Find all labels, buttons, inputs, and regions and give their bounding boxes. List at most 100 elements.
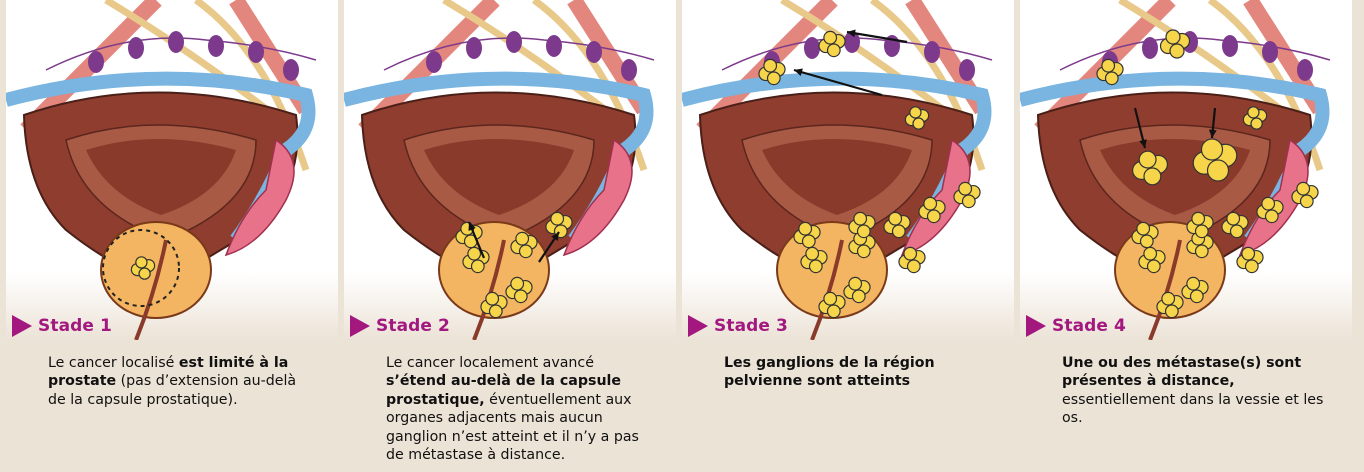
lymph-node: [1262, 41, 1278, 63]
arrow-icon: [688, 315, 708, 337]
tumor-lobe: [515, 290, 528, 303]
stage-heading: Stade 4: [1020, 310, 1126, 342]
tumor-lobe: [768, 72, 781, 85]
anatomy-illustration-stage-2: [344, 0, 676, 340]
stage-heading: Stade 1: [6, 310, 112, 342]
tumor-lobe: [889, 212, 902, 225]
lymph-node: [1142, 37, 1158, 59]
tumor-lobe: [1208, 160, 1229, 181]
tumor-lobe: [1262, 197, 1275, 210]
tumor-lobe: [1231, 225, 1244, 238]
tumor-lobe: [1166, 305, 1179, 318]
lymph-node: [959, 59, 975, 81]
lymph-node: [168, 31, 184, 53]
stage-label: Stade 2: [376, 316, 450, 336]
tumor-lobe: [858, 225, 871, 238]
tumor-lobe: [516, 232, 529, 245]
tumor-lobe: [910, 107, 921, 118]
tumor-lobe: [803, 235, 816, 248]
tumor-lobe: [1301, 195, 1314, 208]
lymph-node: [1222, 35, 1238, 57]
tumor-lobe: [1227, 212, 1240, 225]
tumor-lobe: [511, 277, 524, 290]
lymph-node: [208, 35, 224, 57]
tumor-lobe: [1192, 212, 1205, 225]
tumor-lobe: [1248, 107, 1259, 118]
lymph-node: [546, 35, 562, 57]
tumor-lobe: [136, 257, 147, 268]
tumor-lobe: [468, 247, 481, 260]
tumor-lobe: [1141, 235, 1154, 248]
stage-description: Le cancer localisé est limité à la prost…: [48, 354, 318, 409]
anatomy-illustration-stage-3: [682, 0, 1014, 340]
tumor-lobe: [904, 247, 917, 260]
prostate: [101, 222, 211, 318]
lymph-node: [924, 41, 940, 63]
stage-label: Stade 3: [714, 316, 788, 336]
tumor-lobe: [828, 305, 841, 318]
tumor-lobe: [1266, 210, 1279, 223]
lymph-node: [586, 41, 602, 63]
tumor-lobe: [1196, 225, 1209, 238]
anatomy-illustration-stage-4: [1020, 0, 1352, 340]
anatomy-illustration-stage-1: [6, 0, 338, 340]
tumor-lobe: [963, 195, 976, 208]
tumor-lobe: [520, 245, 533, 258]
tumor-lobe: [893, 225, 906, 238]
tumor-lobe: [139, 268, 150, 279]
arrow-icon: [1026, 315, 1046, 337]
stage-panel-3: Stade 3 Les ganglions de la région pelvi…: [682, 0, 1014, 472]
tumor-lobe: [1196, 245, 1209, 258]
tumor-lobe: [1139, 151, 1156, 168]
tumor-lobe: [486, 292, 499, 305]
lymph-node: [621, 59, 637, 81]
tumor-lobe: [858, 245, 871, 258]
tumor-lobe: [1144, 168, 1161, 185]
tumor-lobe: [824, 292, 837, 305]
tumor-lobe: [854, 212, 867, 225]
description-run: Le cancer localisé: [48, 355, 179, 371]
description-run: Le cancer localement avancé: [386, 355, 594, 371]
description-run: Une ou des métastase(s) sont présentes à…: [1062, 355, 1301, 389]
description-run: Les ganglions de la région pelvienne son…: [724, 355, 935, 389]
lymph-node: [248, 41, 264, 63]
tumor-lobe: [959, 182, 972, 195]
lymph-node: [426, 51, 442, 73]
lymph-node: [804, 37, 820, 59]
tumor-lobe: [849, 277, 862, 290]
arrow-icon: [12, 315, 32, 337]
stage-label: Stade 4: [1052, 316, 1126, 336]
tumor-lobe: [490, 305, 503, 318]
stage-description: Les ganglions de la région pelvienne son…: [724, 354, 994, 391]
stage-description: Une ou des métastase(s) sont présentes à…: [1062, 354, 1332, 428]
lymph-node: [466, 37, 482, 59]
lymph-node: [283, 59, 299, 81]
stage-heading: Stade 3: [682, 310, 788, 342]
tumor-lobe: [1170, 44, 1184, 58]
tumor-lobe: [764, 59, 777, 72]
stage-label: Stade 1: [38, 316, 112, 336]
stage-panel-1: Stade 1 Le cancer localisé est limité à …: [6, 0, 338, 472]
stage-panel-2: Stade 2 Le cancer localement avancé s’ét…: [344, 0, 676, 472]
tumor-lobe: [928, 210, 941, 223]
stage-heading: Stade 2: [344, 310, 450, 342]
description-run: essentiellement dans la vessie et les os…: [1062, 392, 1323, 426]
tumor-lobe: [1202, 139, 1223, 160]
tumor-lobe: [806, 247, 819, 260]
tumor-lobe: [1166, 30, 1180, 44]
tumor-lobe: [1162, 292, 1175, 305]
tumor-lobe: [1297, 182, 1310, 195]
tumor-lobe: [1102, 59, 1115, 72]
tumor-lobe: [853, 290, 866, 303]
tumor-lobe: [1187, 277, 1200, 290]
stage-panel-4: Stade 4 Une ou des métastase(s) sont pré…: [1020, 0, 1352, 472]
stage-description: Le cancer localement avancé s’étend au-d…: [386, 354, 656, 464]
tumor-lobe: [472, 260, 485, 273]
tumor-lobe: [908, 260, 921, 273]
tumor-lobe: [1148, 260, 1161, 273]
tumor-lobe: [799, 222, 812, 235]
tumor-lobe: [1242, 247, 1255, 260]
tumor-lobe: [810, 260, 823, 273]
tumor-lobe: [824, 31, 837, 44]
tumor-lobe: [1144, 247, 1157, 260]
